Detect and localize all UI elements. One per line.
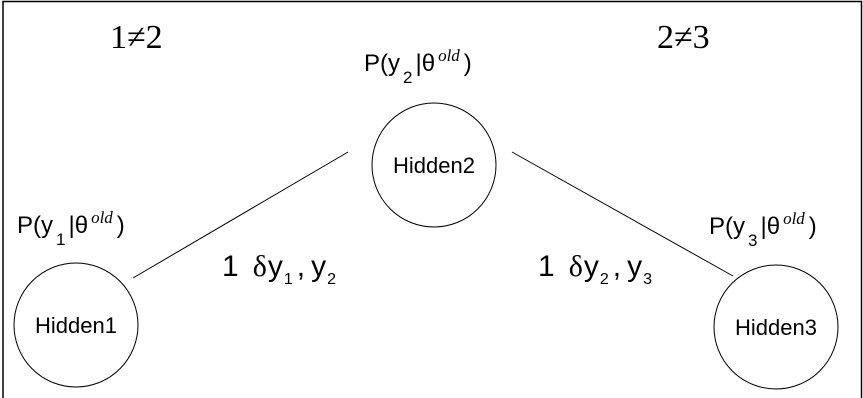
node-hidden2-circle (371, 102, 497, 228)
node-hidden3: Hidden3 (713, 264, 839, 390)
node-hidden3-label: Hidden3 (735, 315, 817, 340)
prob-y3-sub: 3 (748, 231, 757, 250)
prob-y1-close: ) (117, 212, 125, 239)
edge-2-3-ya: y (584, 250, 599, 283)
prob-y1-bar: |θ (68, 212, 88, 239)
prob-y3-bar: |θ (760, 213, 780, 240)
edge-1-2-yb: y (311, 250, 326, 283)
edge-hidden1-hidden2 (132, 151, 349, 279)
node-hidden3-circle (713, 264, 839, 390)
edge-1-2-ya: y (268, 250, 283, 283)
prob-y1-sup: old (91, 208, 113, 227)
prob-y1-open: P(y (17, 212, 53, 239)
edge-1-2-comma: , (297, 250, 305, 283)
prob-y2-bar: |θ (415, 50, 435, 77)
edge-2-3-comma: , (613, 250, 621, 283)
node-hidden1-label: Hidden1 (35, 313, 117, 338)
prob-y2-close: ) (464, 50, 472, 77)
prob-y2-sup: old (438, 46, 460, 65)
node-hidden2-label: Hidden2 (393, 153, 475, 178)
prob-y3-open: P(y (709, 213, 745, 240)
prob-y3-sup: old (783, 209, 805, 228)
edge-1-2-sub-b: 2 (327, 271, 336, 288)
edge-1-2-one: 1 (222, 250, 239, 283)
pair-label-right: 2≠3 (657, 19, 710, 56)
edge-2-3-one: 1 (538, 250, 555, 283)
edge-1-2-sub-a: 1 (284, 271, 293, 288)
edge-2-3-delta: δ (569, 250, 583, 283)
node-hidden1-circle (13, 262, 139, 388)
edge-hidden2-hidden3 (511, 151, 734, 277)
prob-y1-sub: 1 (56, 230, 65, 249)
edge-2-3-yb: y (627, 250, 642, 283)
edge-2-3-sub-a: 2 (600, 271, 609, 288)
prob-y3-close: ) (809, 213, 817, 240)
node-hidden2: Hidden2 (371, 102, 497, 228)
pair-label-left: 1≠2 (110, 19, 163, 56)
node-hidden1: Hidden1 (13, 262, 139, 388)
prob-y2-sub: 2 (403, 68, 412, 87)
edge-2-3-sub-b: 3 (643, 271, 652, 288)
edge-1-2-delta: δ (253, 250, 267, 283)
prob-y2-open: P(y (364, 50, 400, 77)
